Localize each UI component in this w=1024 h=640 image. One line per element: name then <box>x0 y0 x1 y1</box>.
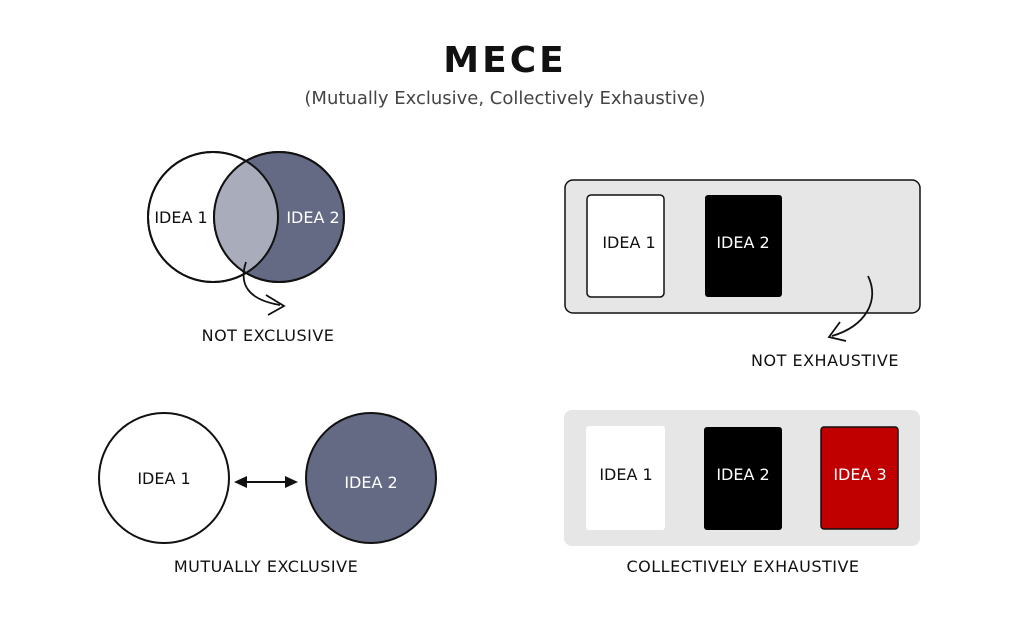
circle-idea-1 <box>98 412 230 544</box>
circle-idea-2-label: IDEA 2 <box>344 473 397 492</box>
page-subtitle: (Mutually Exclusive, Collectively Exhaus… <box>304 88 706 109</box>
circle-idea-1-label: IDEA 1 <box>137 469 190 488</box>
arrowhead-right-icon <box>285 476 298 488</box>
not-exclusive-group: IDEA 1 IDEA 2 NOT EXCLUSIVE <box>147 151 345 345</box>
card-idea-3 <box>820 426 899 530</box>
card-idea-2 <box>704 427 782 530</box>
venn-overlap <box>214 152 278 282</box>
card-idea-2 <box>705 195 782 297</box>
card-idea-1 <box>586 426 665 530</box>
circle-idea-2 <box>305 412 437 544</box>
page-title: MECE <box>443 40 567 81</box>
collectively-exhaustive-caption: COLLECTIVELY EXHAUSTIVE <box>626 557 859 576</box>
curved-arrow-icon <box>242 261 281 306</box>
card-idea-2-label: IDEA 2 <box>716 465 769 484</box>
card-idea-3-label: IDEA 3 <box>833 465 886 484</box>
arrowhead-icon <box>827 321 847 342</box>
not-exhaustive-group: IDEA 1 IDEA 2 NOT EXHAUSTIVE <box>564 179 921 370</box>
collectively-exhaustive-group: IDEA 1 IDEA 2 IDEA 3 COLLECTIVELY EXHAUS… <box>564 410 920 576</box>
card-idea-1 <box>586 194 665 298</box>
venn-label-idea-2: IDEA 2 <box>286 208 339 227</box>
card-idea-1-label: IDEA 1 <box>602 233 655 252</box>
venn-circle-idea-1-outline <box>147 151 279 283</box>
not-exhaustive-caption: NOT EXHAUSTIVE <box>751 351 899 370</box>
mutually-exclusive-group: IDEA 1 IDEA 2 MUTUALLY EXCLUSIVE <box>98 412 437 576</box>
card-idea-1-label: IDEA 1 <box>599 465 652 484</box>
venn-label-idea-1: IDEA 1 <box>154 208 207 227</box>
curved-arrow-icon <box>831 275 874 337</box>
card-idea-2-label: IDEA 2 <box>716 233 769 252</box>
arrowhead-icon <box>265 294 286 316</box>
not-exclusive-caption: NOT EXCLUSIVE <box>202 326 335 345</box>
arrowhead-left-icon <box>234 476 247 488</box>
mutually-exclusive-caption: MUTUALLY EXCLUSIVE <box>174 557 358 576</box>
venn-circle-idea-2-outline <box>213 151 345 283</box>
